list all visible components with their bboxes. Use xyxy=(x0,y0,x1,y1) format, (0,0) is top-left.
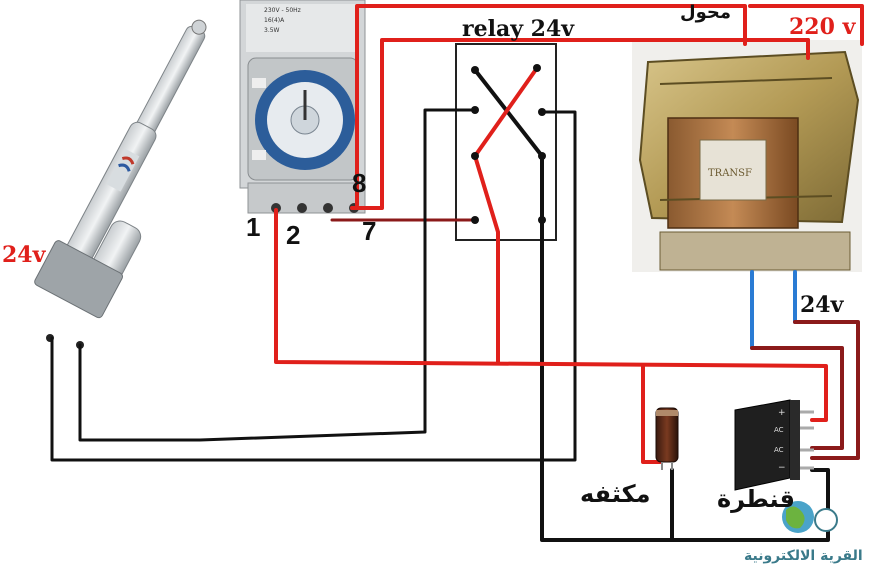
wire-dc-minus xyxy=(540,468,830,542)
timer-switch: 230V - 50Hz 16(4)A 3.5W xyxy=(239,0,366,214)
timer-spec-3: 3.5W xyxy=(264,27,280,34)
wire-ac-1 xyxy=(750,346,844,450)
bridge-plus-mark: + xyxy=(778,408,786,418)
bridge-minus-mark: − xyxy=(778,463,786,473)
transformer: TRANSF xyxy=(632,40,862,272)
bridge-label: قنطرة xyxy=(717,485,795,513)
capacitor xyxy=(655,407,679,470)
wire-ac-2 xyxy=(793,320,860,460)
bridge-rectifier: + AC AC − xyxy=(734,399,814,491)
timer-terminal-2-label: 2 xyxy=(286,220,301,250)
wire-220v-line-1b xyxy=(748,4,864,46)
relay-contact-red xyxy=(473,66,539,364)
wire-actuator-1 xyxy=(50,110,577,462)
timer-terminal-8-label: 8 xyxy=(352,168,367,198)
bridge-ac-mark-1: AC xyxy=(774,426,784,434)
watermark-logo xyxy=(782,501,838,533)
dc-voltage-label: 24v xyxy=(800,292,844,318)
relay xyxy=(455,43,557,241)
svg-text:TRANSF: TRANSF xyxy=(708,168,752,179)
timer-terminal-7-label: 7 xyxy=(362,216,377,246)
relay-terminals xyxy=(471,64,546,224)
wires xyxy=(50,4,864,542)
timer-spec-1: 230V - 50Hz xyxy=(264,7,301,14)
timer-terminal-7-screw xyxy=(323,203,333,213)
timer-terminal-1-label: 1 xyxy=(246,212,261,242)
transformer-label: محول xyxy=(680,2,732,23)
wire-dc-plus xyxy=(274,208,828,422)
linear-actuator xyxy=(34,19,207,349)
timer-spec-2: 16(4)A xyxy=(264,17,285,24)
wire-actuator-2 xyxy=(78,108,477,442)
actuator-voltage-label: 24v xyxy=(2,242,46,268)
watermark-text: القرية الالكترونية xyxy=(744,548,863,564)
wire-capacitor-plus xyxy=(641,364,662,464)
timer-terminal-2-screw xyxy=(297,203,307,213)
capacitor-label: مكثفه xyxy=(580,480,651,508)
relay-label: relay 24v xyxy=(462,16,575,42)
relay-contact-black xyxy=(473,68,544,158)
bridge-ac-mark-2: AC xyxy=(774,446,784,454)
ac-voltage-label: 220 v xyxy=(789,14,856,40)
wire-220v-line-1 xyxy=(355,4,747,207)
